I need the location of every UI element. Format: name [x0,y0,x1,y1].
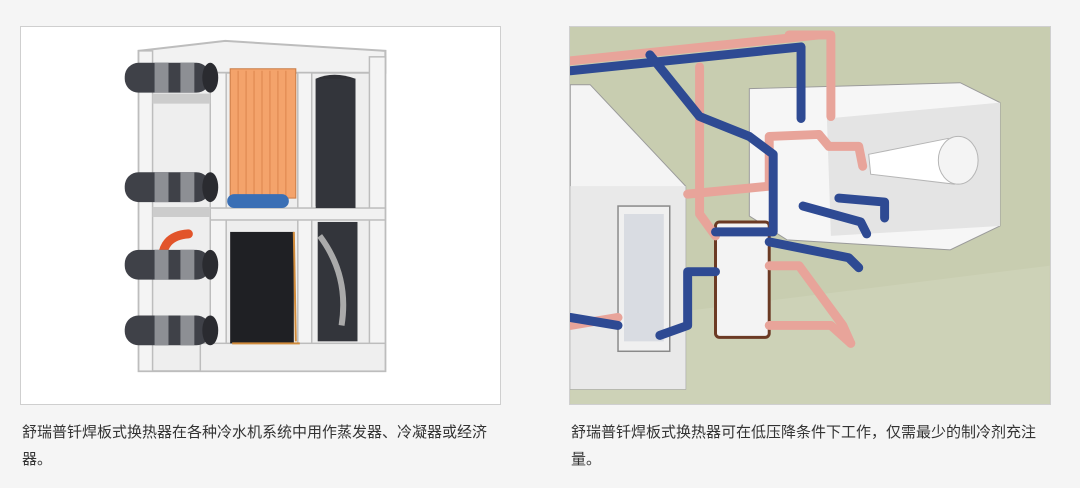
left-figure-panel: 舒瑞普钎焊板式换热器在各种冷水机系统中用作蒸发器、冷凝器或经济器。 [20,26,501,473]
left-figure-caption: 舒瑞普钎焊板式换热器在各种冷水机系统中用作蒸发器、冷凝器或经济器。 [22,423,488,468]
right-figure-caption: 舒瑞普钎焊板式换热器可在低压降条件下工作，仅需最少的制冷剂充注量。 [571,423,1037,468]
right-figure-panel: 舒瑞普钎焊板式换热器可在低压降条件下工作，仅需最少的制冷剂充注量。 [569,26,1051,473]
duct-piping-illustration [569,26,1051,405]
chiller-unit-illustration [20,26,501,405]
